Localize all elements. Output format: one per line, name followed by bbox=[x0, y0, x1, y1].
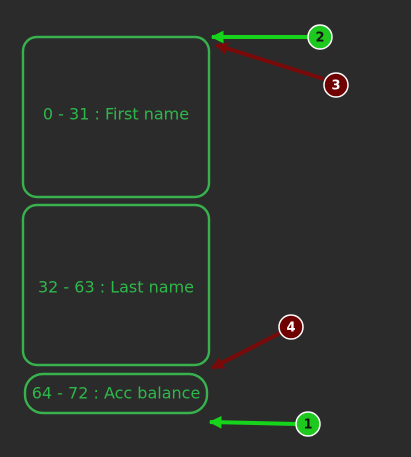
badge-2 bbox=[307, 24, 333, 50]
field-last-name: 32 - 63 : Last name bbox=[21, 203, 211, 367]
field-box-acc-balance bbox=[23, 372, 209, 415]
marker-3: 3 bbox=[214, 42, 349, 98]
badge-label-2: 2 bbox=[315, 31, 324, 46]
field-box-first-name bbox=[21, 35, 211, 199]
field-box-last-name bbox=[21, 203, 211, 367]
marker-2: 2 bbox=[210, 24, 333, 50]
badge-label-4: 4 bbox=[286, 321, 295, 336]
field-label-acc-balance: 64 - 72 : Acc balance bbox=[32, 384, 201, 403]
field-label-last-name: 32 - 63 : Last name bbox=[38, 278, 194, 297]
arrow-up-left-icon bbox=[214, 42, 325, 81]
arrow-down-left-icon bbox=[210, 331, 281, 370]
field-acc-balance: 64 - 72 : Acc balance bbox=[23, 372, 209, 415]
badge-4 bbox=[278, 314, 304, 340]
field-label-first-name: 0 - 31 : First name bbox=[43, 105, 189, 124]
badge-3 bbox=[323, 72, 349, 98]
marker-1: 1 bbox=[208, 411, 321, 437]
arrow-left-icon bbox=[208, 415, 297, 429]
badge-label-3: 3 bbox=[331, 79, 340, 94]
field-first-name: 0 - 31 : First name bbox=[21, 35, 211, 199]
badge-label-1: 1 bbox=[303, 418, 312, 433]
marker-4: 4 bbox=[210, 314, 304, 370]
badge-1 bbox=[295, 411, 321, 437]
